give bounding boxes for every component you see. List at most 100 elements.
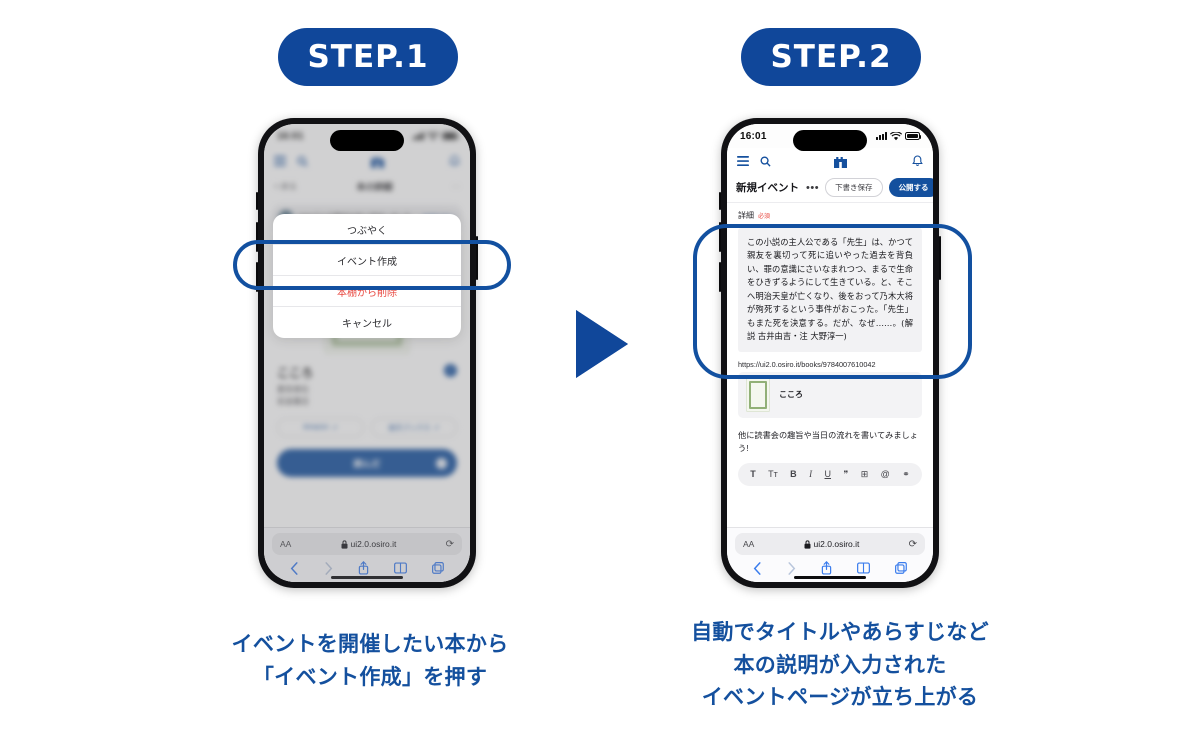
external-link-icon: ↗: [331, 424, 338, 432]
cellular-bars-icon: [413, 132, 424, 140]
save-draft-label: 下書き保存: [835, 183, 873, 192]
toggle-knob-icon: [436, 457, 447, 469]
action-sheet-item-create-event[interactable]: イベント作成: [273, 245, 461, 276]
nav-back-link[interactable]: < 戻る: [274, 181, 297, 191]
safari-address-bar[interactable]: AA ui2.0.osiro.it ⟳: [272, 533, 462, 555]
safari-host-label: ui2.0.osiro.it: [350, 539, 397, 549]
link-icon[interactable]: ⚭: [902, 468, 910, 479]
tabs-icon[interactable]: [894, 562, 907, 574]
safari-host-label: ui2.0.osiro.it: [813, 539, 860, 549]
check-circle-icon[interactable]: ✓: [444, 364, 457, 377]
publish-button[interactable]: 公開する: [888, 178, 933, 197]
underline-icon[interactable]: U: [824, 468, 832, 479]
page-nav-bar: < 戻る 本の詳細 ···: [264, 174, 470, 198]
status-time: 16:01: [277, 130, 304, 142]
italic-icon[interactable]: I: [809, 468, 813, 479]
book-title: こころ: [277, 366, 314, 380]
page-title: 本の詳細: [356, 181, 393, 192]
bookmarks-icon[interactable]: [856, 562, 870, 574]
book-link-url[interactable]: https://ui2.0.osiro.it/books/97840076100…: [738, 359, 876, 369]
castle-logo-icon: [371, 156, 384, 168]
phone-power-button: [476, 236, 478, 280]
action-sheet-item-cancel[interactable]: キャンセル: [273, 307, 461, 338]
safari-toolbar: [735, 555, 925, 575]
book-info-block: こころ 夏目漱石 岩波書店 ✓: [264, 354, 470, 408]
external-link-icon: ↗: [433, 424, 440, 432]
app-top-bar: [727, 148, 933, 174]
home-indicator: [331, 576, 403, 579]
event-editor-title: 新規イベント: [736, 182, 799, 194]
book-author: 夏目漱石: [277, 385, 309, 394]
detail-field-label: 詳細 必須: [727, 203, 933, 225]
battery-icon: [442, 132, 459, 140]
back-chevron-icon[interactable]: [753, 561, 762, 575]
phone-1-screen: 16:01: [264, 124, 470, 582]
book-link-preview-card[interactable]: こころ: [738, 371, 922, 418]
text-size-button[interactable]: AA: [280, 539, 292, 549]
mention-icon[interactable]: @: [880, 468, 890, 479]
notification-bell-icon[interactable]: [449, 155, 460, 167]
hamburger-menu-icon[interactable]: [274, 156, 286, 166]
bold-icon[interactable]: B: [790, 468, 797, 479]
event-editor-header: 新規イベント ••• 下書き保存 公開する: [727, 174, 933, 203]
safari-toolbar: [272, 555, 462, 575]
phone-silent-switch: [719, 192, 721, 210]
step-1-caption-line-2: 「イベント作成」を押す: [252, 664, 488, 689]
font-size-icon[interactable]: Tт: [768, 468, 778, 479]
step-2-caption-line-3: イベントページが立ち上がる: [701, 685, 979, 710]
dynamic-island: [793, 130, 867, 151]
quote-icon[interactable]: ❞: [843, 468, 849, 479]
phone-power-button: [939, 236, 941, 280]
insert-image-icon[interactable]: ⊞: [860, 468, 869, 479]
wifi-icon: [427, 131, 439, 140]
book-publisher: 岩波書店: [277, 397, 309, 406]
save-draft-button[interactable]: 下書き保存: [825, 178, 883, 197]
phone-volume-down-button: [256, 262, 258, 292]
share-icon[interactable]: [821, 561, 832, 575]
step-2-badge-label: STEP.2: [770, 39, 892, 75]
action-sheet-item-label: 本棚から削除: [337, 287, 397, 299]
shop-link-amazon[interactable]: Amazon ↗: [277, 418, 364, 437]
read-status-button[interactable]: 読んだ: [277, 449, 457, 477]
action-sheet-item-tweet[interactable]: つぶやく: [273, 214, 461, 245]
nav-more-button[interactable]: ···: [451, 181, 460, 191]
action-sheet-item-remove-from-shelf[interactable]: 本棚から削除: [273, 276, 461, 307]
app-top-bar: [264, 148, 470, 174]
event-description-text[interactable]: この小説の主人公である「先生」は、かつて親友を裏切って死に追いやった過去を背負い…: [738, 228, 922, 352]
detail-label-text: 詳細: [738, 211, 754, 220]
phone-volume-up-button: [256, 222, 258, 252]
editor-hint-text[interactable]: 他に読書会の趣旨や当日の流れを書いてみましょう!: [738, 430, 918, 453]
reload-icon[interactable]: ⟳: [908, 538, 917, 550]
search-icon[interactable]: [297, 156, 308, 167]
action-sheet: つぶやく イベント作成 本棚から削除 キャンセル: [273, 214, 461, 338]
publish-label: 公開する: [898, 183, 929, 192]
step-2-badge: STEP.2: [741, 28, 921, 86]
hamburger-menu-icon[interactable]: [737, 156, 749, 166]
search-icon[interactable]: [760, 156, 771, 167]
modal-dim-overlay[interactable]: [264, 124, 470, 582]
text-style-icon[interactable]: T: [750, 468, 756, 479]
step-1-badge: STEP.1: [278, 28, 458, 86]
back-chevron-icon[interactable]: [290, 561, 299, 575]
battery-icon: [905, 132, 922, 140]
share-icon[interactable]: [358, 561, 369, 575]
step-1-caption-line-1: イベントを開催したい本から: [231, 632, 509, 656]
phone-volume-down-button: [719, 262, 721, 292]
notification-bell-icon[interactable]: [912, 155, 923, 167]
tabs-icon[interactable]: [431, 562, 444, 574]
play-triangle-arrow-icon: [576, 310, 628, 378]
step-1-badge-label: STEP.1: [307, 39, 429, 75]
shop-link-rakuten[interactable]: 楽天ブックス ↗: [370, 418, 457, 437]
book-preview-title: こころ: [779, 390, 803, 399]
bookmarks-icon[interactable]: [393, 562, 407, 574]
status-indicators: [876, 131, 922, 141]
phone-mockup-step-1: 16:01: [256, 118, 478, 588]
safari-bottom-bar: AA ui2.0.osiro.it ⟳: [727, 527, 933, 582]
status-time: 16:01: [740, 130, 767, 142]
status-indicators: [413, 131, 459, 141]
text-size-button[interactable]: AA: [743, 539, 755, 549]
reload-icon[interactable]: ⟳: [445, 538, 454, 550]
safari-address-bar[interactable]: AA ui2.0.osiro.it ⟳: [735, 533, 925, 555]
more-options-button[interactable]: •••: [806, 181, 820, 194]
castle-logo-icon: [834, 156, 847, 168]
